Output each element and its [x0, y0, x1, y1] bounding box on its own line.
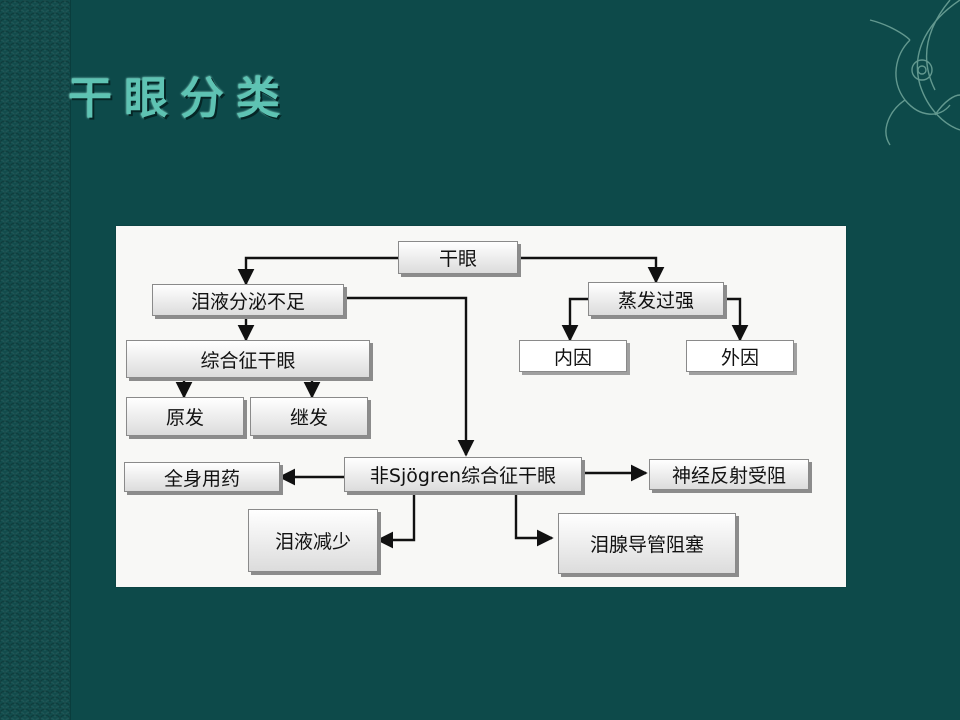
connector-evaporative-to-extrinsic [724, 297, 749, 342]
node-dry-eye: 干眼 [398, 241, 518, 274]
node-sjogren-syndrome-dry-eye: 综合征干眼 [126, 340, 370, 378]
node-evaporative: 蒸发过强 [588, 282, 724, 316]
node-tear-reduction: 泪液减少 [248, 509, 378, 572]
node-reflex-blocked: 神经反射受阻 [649, 459, 809, 490]
node-systemic-drugs: 全身用药 [124, 462, 280, 492]
node-extrinsic: 外因 [686, 340, 794, 372]
connector-root-to-tear-deficiency [237, 256, 398, 286]
slide-title: 干眼分类 [68, 73, 292, 124]
node-secondary: 继发 [250, 397, 368, 436]
connector-root-to-evaporative [518, 256, 665, 284]
connector-non-sjogren-to-tear-reduction [376, 492, 416, 549]
connector-non-sjogren-to-duct-obstruction [514, 492, 554, 547]
decorative-left-strip [0, 0, 71, 720]
node-duct-obstruction: 泪腺导管阻塞 [558, 513, 736, 574]
dry-eye-classification-diagram: 干眼 泪液分泌不足 蒸发过强 内因 外因 综合征干眼 原发 继发 非Sjögre… [116, 226, 846, 587]
node-intrinsic: 内因 [519, 340, 627, 372]
node-tear-deficiency: 泪液分泌不足 [152, 284, 344, 316]
diagram-connectors [175, 256, 749, 549]
node-primary: 原发 [126, 397, 244, 436]
connector-evaporative-to-intrinsic [561, 297, 588, 342]
floral-ornament-icon [869, 0, 960, 146]
node-non-sjogren-dry-eye: 非Sjögren综合征干眼 [344, 457, 582, 492]
connector-tear-deficiency-to-non-sjogren [344, 296, 475, 457]
